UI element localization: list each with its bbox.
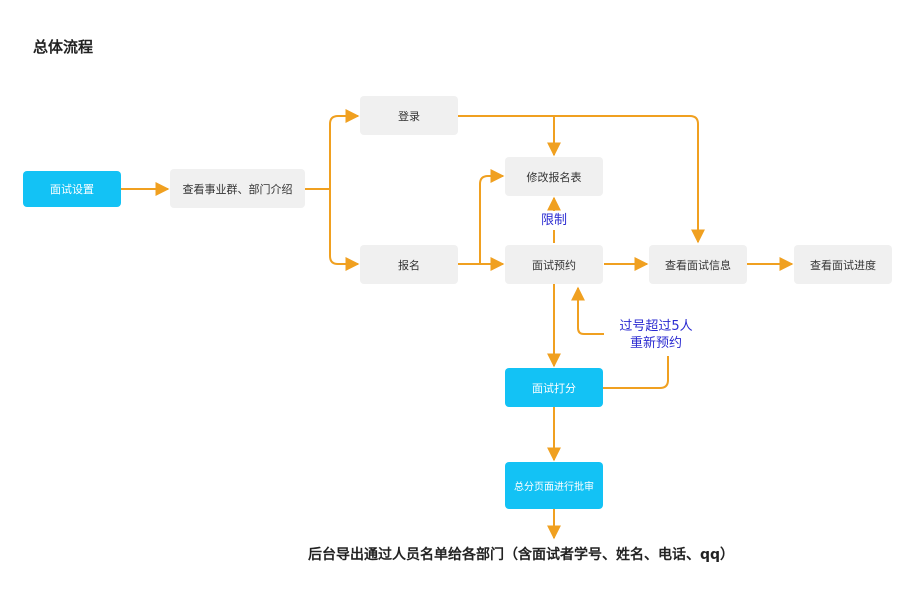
node-edit-form: 修改报名表 (505, 157, 603, 196)
edge-branch-to-login (329, 109, 360, 189)
edge-login-to-edit (458, 115, 561, 157)
edge-register-to-edit (479, 169, 505, 264)
edge-branch-to-register (329, 189, 360, 271)
diagram-title: 总体流程 (33, 38, 94, 56)
note-rebook-line2: 重新预约 (629, 336, 682, 351)
node-login: 登录 (360, 96, 458, 135)
edge-login-to-info (554, 115, 705, 244)
node-interview-setup: 面试设置 (23, 171, 121, 207)
node-interview-scoring: 面试打分 (505, 368, 603, 407)
note-limit: 限制 (540, 213, 567, 228)
edge-scoring-to-booking (603, 356, 669, 389)
node-summary-approval: 总分页面进行批审 (505, 462, 603, 509)
node-interview-booking: 面试预约 (505, 245, 603, 284)
edge-rebook-to-booking (571, 286, 604, 335)
node-view-interview-info: 查看面试信息 (649, 245, 747, 284)
node-view-progress: 查看面试进度 (794, 245, 892, 284)
export-note: 后台导出通过人员名单给各部门（含面试者学号、姓名、电话、qq） (308, 547, 735, 563)
note-rebook-line1: 过号超过5人 (619, 319, 693, 334)
node-register: 报名 (360, 245, 458, 284)
note-rebook: 过号超过5人 重新预约 (608, 318, 704, 352)
node-view-intro: 查看事业群、部门介绍 (170, 169, 305, 208)
